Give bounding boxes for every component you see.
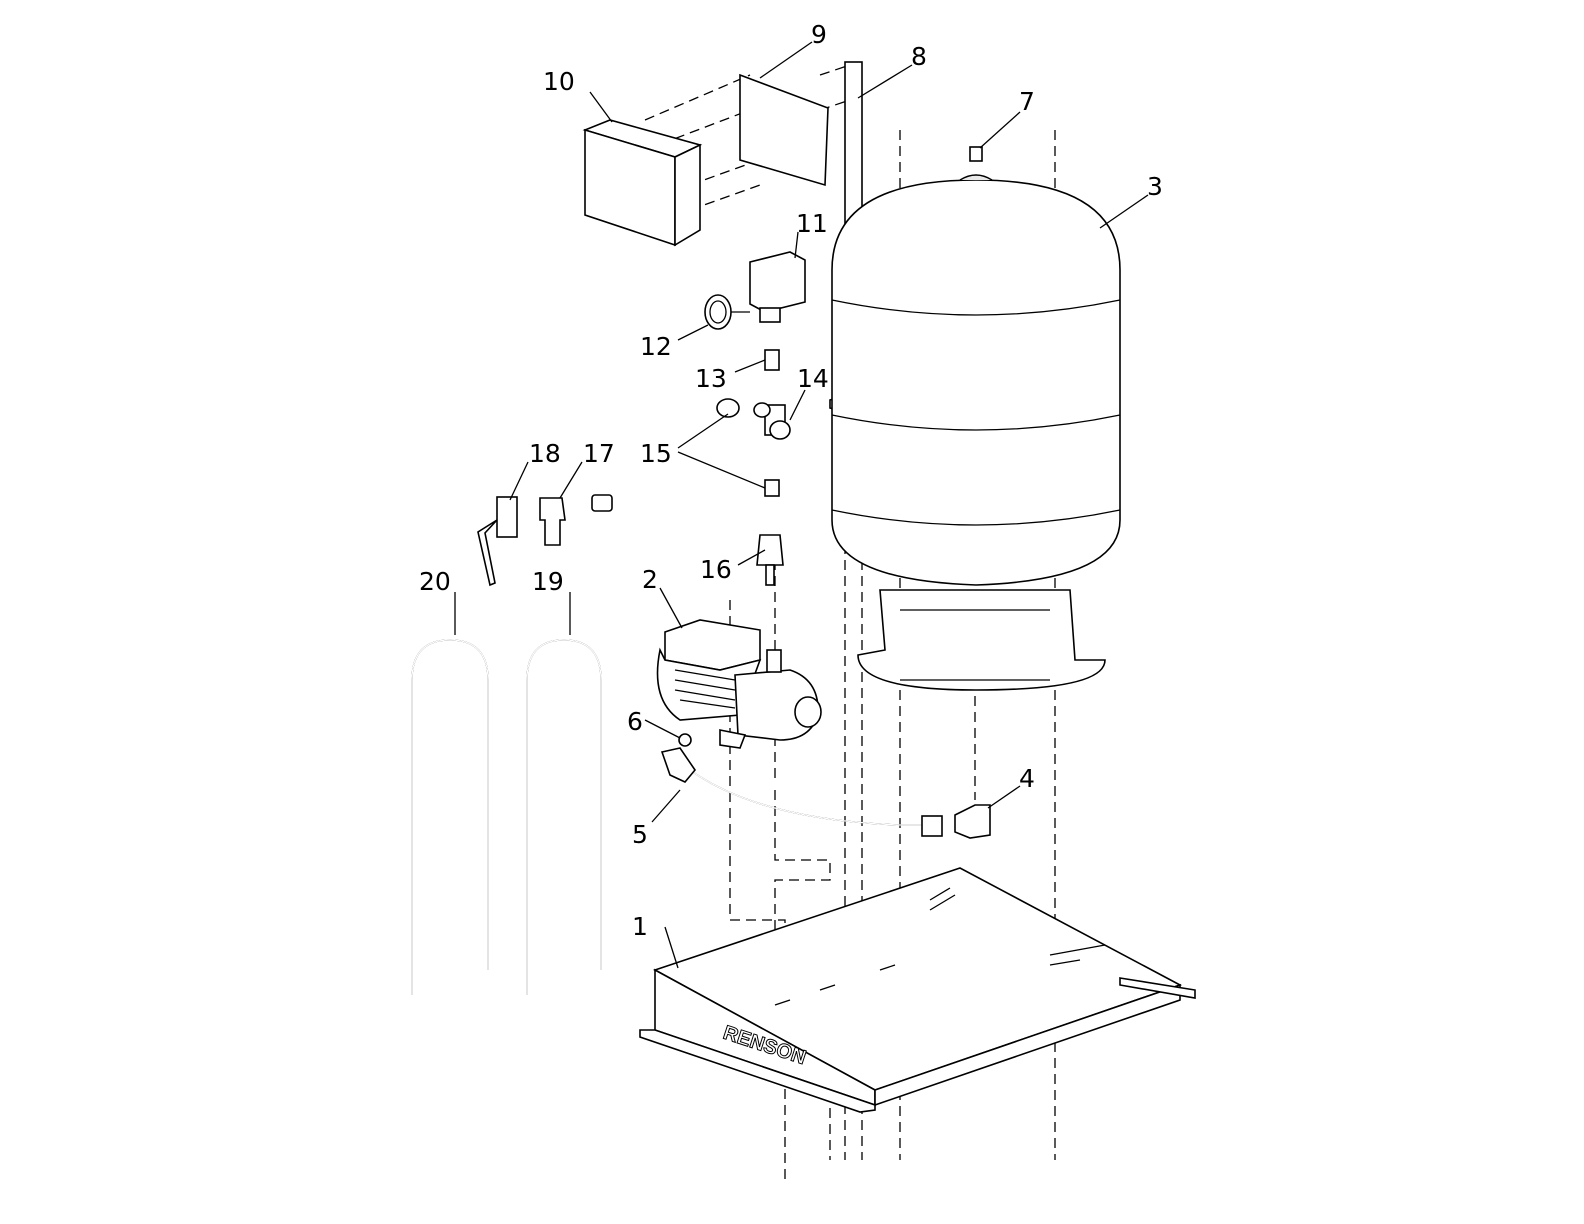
part-19-u-rod — [526, 639, 602, 995]
callout-19: 19 — [532, 567, 564, 596]
part-20-u-rod — [411, 639, 489, 995]
part-6-o-ring — [678, 733, 692, 747]
part-17-hose-adapter — [539, 497, 566, 546]
leader-lines — [454, 41, 1149, 969]
callout-17: 17 — [583, 439, 615, 468]
part-14-tee-fitting — [753, 402, 791, 440]
callout-12: 12 — [640, 332, 672, 361]
part-13-nipple — [764, 349, 780, 371]
part-5-hose — [660, 747, 943, 837]
callout-13: 13 — [695, 364, 727, 393]
callout-4: 4 — [1019, 764, 1035, 793]
part-18-ball-valve — [477, 496, 518, 587]
callout-5: 5 — [632, 820, 648, 849]
callout-11: 11 — [796, 209, 828, 238]
callout-7: 7 — [1019, 87, 1035, 116]
part-2-pump — [656, 619, 822, 749]
callout-8: 8 — [911, 42, 927, 71]
callout-3: 3 — [1147, 172, 1163, 201]
part-9-mounting-plate — [739, 73, 829, 187]
callout-labels: 1 2 3 4 5 6 7 8 9 10 11 12 13 14 15 16 1… — [419, 20, 1163, 941]
part-11-pressure-switch — [749, 251, 806, 323]
callout-9: 9 — [811, 20, 827, 49]
part-15-nipples — [716, 398, 780, 497]
part-12-pressure-gauge — [704, 294, 750, 330]
part-16-union — [756, 534, 784, 586]
callout-16: 16 — [700, 555, 732, 584]
callout-10: 10 — [543, 67, 575, 96]
part-3-pressure-tank — [831, 146, 1121, 691]
callout-20: 20 — [419, 567, 451, 596]
part-4-elbow — [954, 804, 991, 839]
part-17b-nut — [591, 494, 613, 512]
callout-14: 14 — [797, 364, 829, 393]
callout-6: 6 — [627, 707, 643, 736]
part-1-base-plate: RENSON — [639, 867, 1196, 1113]
callout-18: 18 — [529, 439, 561, 468]
callout-2: 2 — [642, 565, 658, 594]
callout-1: 1 — [632, 912, 648, 941]
callout-15: 15 — [640, 439, 672, 468]
part-10-electrical-box — [582, 119, 703, 247]
